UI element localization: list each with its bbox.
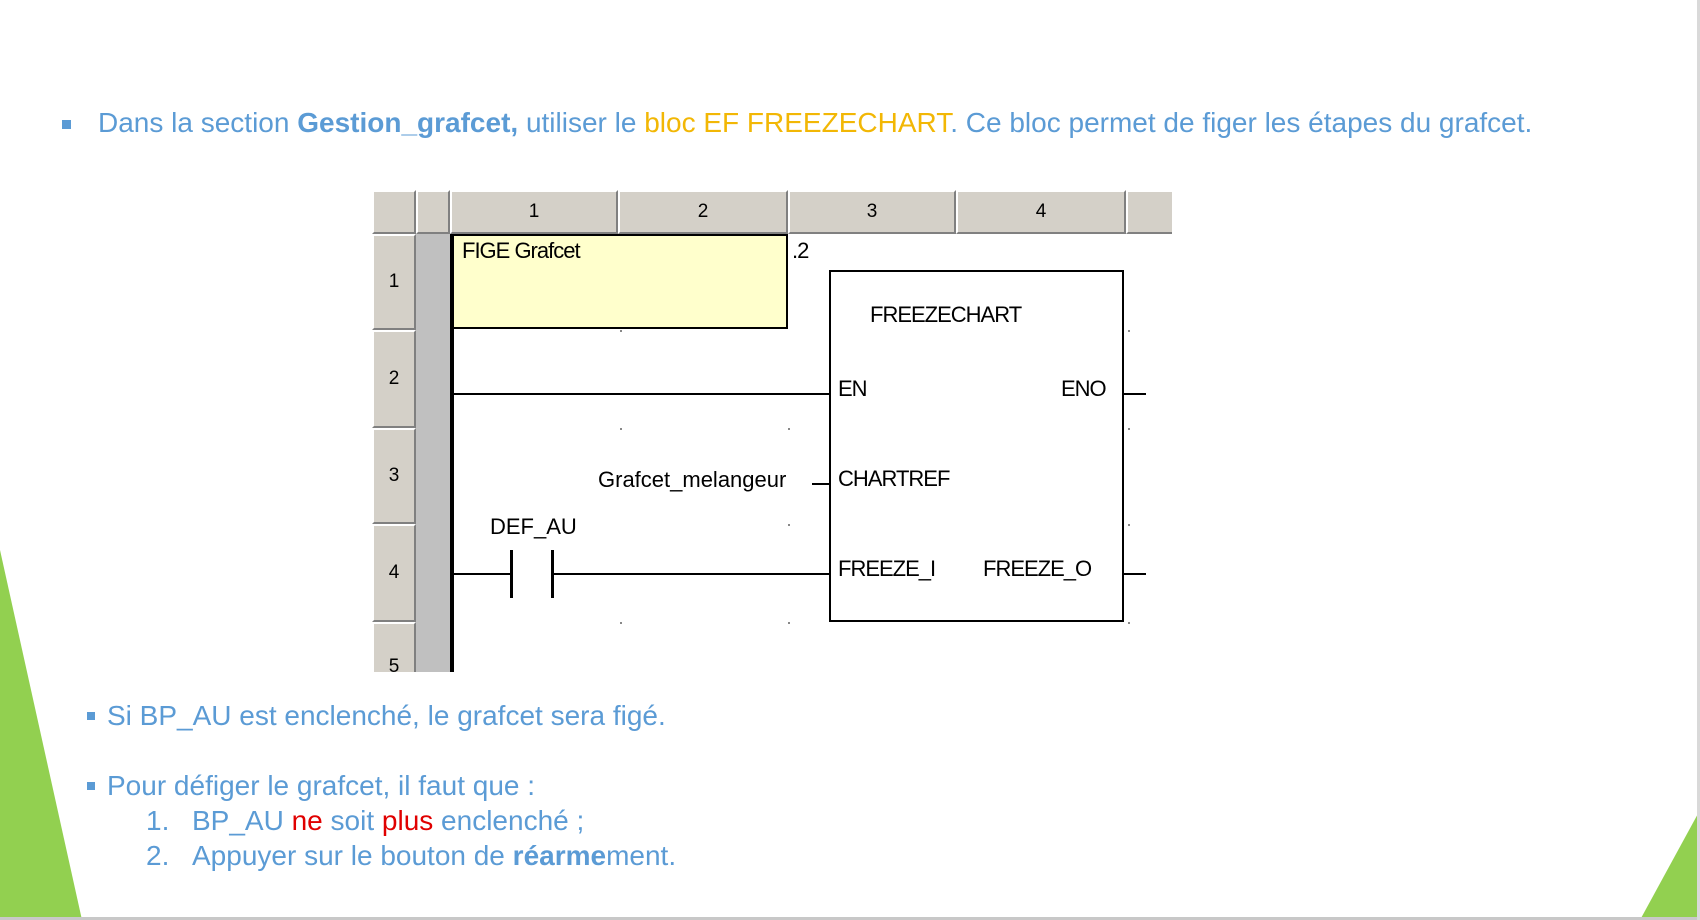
grid-dot [620, 428, 622, 430]
en-wire [454, 393, 829, 395]
contact-variable: DEF_AU [490, 514, 577, 539]
row-header-1: 1 [372, 234, 416, 330]
intro-bullet-icon [62, 120, 71, 129]
row-header-2: 2 [372, 330, 416, 428]
pin-chartref: CHARTREF [838, 466, 950, 491]
freezechart-block [829, 270, 1124, 622]
power-rail [450, 234, 454, 672]
pin-en: EN [838, 376, 868, 401]
eno-wire [1124, 393, 1146, 395]
left-green-triangle [0, 550, 82, 920]
pin-freeze-i: FREEZE_I [838, 556, 936, 581]
grid-dot [1128, 524, 1130, 526]
note1-text: Si BP_AU est enclenché, le grafcet sera … [107, 700, 666, 731]
contact-left-plate [510, 550, 513, 598]
step1-plus: plus [381, 805, 434, 836]
step2-bold: réarme [512, 840, 607, 871]
row-header-5: 5 [372, 622, 416, 672]
comment-box [454, 234, 788, 329]
grid-dot [788, 622, 790, 624]
intro-middle: utiliser le [518, 107, 645, 138]
step1-ne: ne [291, 805, 323, 836]
grid-dot [1128, 428, 1130, 430]
step1-number: 1. [146, 805, 170, 836]
note2-bullet-icon [87, 782, 95, 790]
step2-number: 2. [146, 840, 170, 871]
intro-prefix: Dans la section [98, 107, 298, 138]
step1-text: BP_AU ne soit plus enclenché ; [192, 805, 585, 836]
block-index: .2 [792, 238, 809, 263]
intro-text: Dans la section Gestion_grafcet, utilise… [98, 107, 1532, 139]
right-border [1697, 0, 1700, 920]
column-header-2: 2 [618, 190, 788, 234]
gutter-header [416, 190, 450, 234]
freeze-i-wire-right [554, 573, 829, 575]
pin-freeze-o: FREEZE_O [983, 556, 1092, 581]
column-header-1: 1 [450, 190, 618, 234]
block-title: FREEZECHART [870, 302, 1022, 327]
pin-eno: ENO [1061, 376, 1107, 401]
column-header-3: 3 [788, 190, 956, 234]
note2-text: Pour défiger le grafcet, il faut que : [107, 770, 536, 801]
corner-cell [372, 190, 416, 234]
contact-right-plate [551, 550, 554, 598]
grid-dot [620, 622, 622, 624]
step2-text: Appuyer sur le bouton de réarmement. [192, 840, 677, 871]
chartref-variable: Grafcet_melangeur [598, 467, 787, 492]
right-green-triangle [1640, 810, 1700, 920]
intro-block-name: bloc EF FREEZECHART [644, 107, 951, 138]
comment-text: FIGE Grafcet [462, 238, 581, 263]
column-header-5 [1126, 190, 1172, 234]
intro-suffix: . Ce bloc permet de figer les étapes du … [950, 107, 1533, 138]
row-header-4: 4 [372, 524, 416, 622]
bottom-border [0, 917, 1700, 920]
row-header-3: 3 [372, 428, 416, 524]
grid-dot [788, 524, 790, 526]
freeze-i-wire-left [454, 573, 510, 575]
note1-bullet-icon [87, 712, 95, 720]
chartref-wire [812, 483, 829, 485]
grid-dot [620, 330, 622, 332]
intro-section-name: Gestion_grafcet, [297, 107, 519, 138]
grid-dot [788, 428, 790, 430]
grid-dot [1128, 622, 1130, 624]
grid-dot [1128, 330, 1130, 332]
editor-gutter [416, 234, 450, 672]
ladder-editor-screenshot: 1 2 3 4 1 2 3 4 5 FIGE Grafcet .2 FREEZE… [372, 190, 1172, 672]
column-header-4: 4 [956, 190, 1126, 234]
freeze-o-wire [1124, 573, 1146, 575]
